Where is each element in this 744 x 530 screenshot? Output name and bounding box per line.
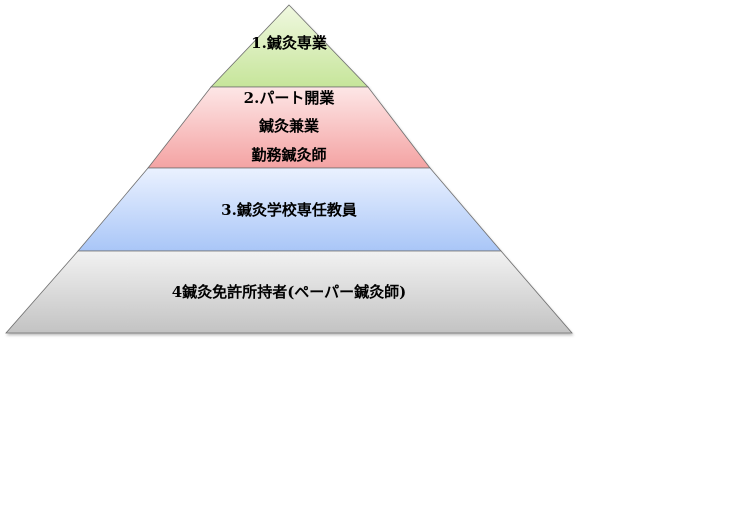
pyramid-tier-4-shape <box>5 250 573 334</box>
tier-2-label-line-2: 鍼灸兼業 <box>259 117 320 135</box>
tier-4-label: 4鍼灸免許所持者(ペーパー鍼灸師) <box>172 283 406 301</box>
tier-1-label: 1.鍼灸専業 <box>251 34 328 52</box>
tier-2-label-line-1: 2.パート開業 <box>244 89 336 107</box>
tier-2-label-line-3: 勤務鍼灸師 <box>251 146 326 164</box>
tier-3-label: 3.鍼灸学校専任教員 <box>221 201 357 219</box>
